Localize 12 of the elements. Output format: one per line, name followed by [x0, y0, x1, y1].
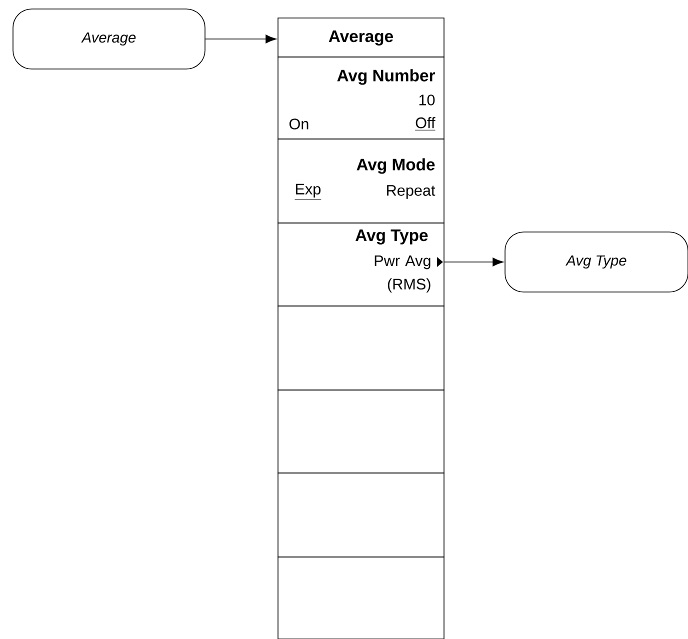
arrow: [444, 258, 504, 266]
menu-title-box: Average: [278, 18, 444, 58]
key-button: Average: [12, 8, 206, 70]
softkey-box: Avg Type Pwr Avg (RMS): [278, 222, 444, 306]
blank-softkey-box: [278, 390, 444, 474]
key-button: Avg Type: [504, 232, 688, 292]
blank-softkey-box: [278, 306, 444, 390]
softkey-box: Avg Mode Exp Repeat: [278, 138, 444, 224]
arrow: [205, 34, 276, 44]
blank-softkey-box: [278, 556, 444, 639]
softkey-box: Avg Number 10 On Off: [278, 56, 444, 140]
blank-softkey-box: [278, 472, 444, 558]
